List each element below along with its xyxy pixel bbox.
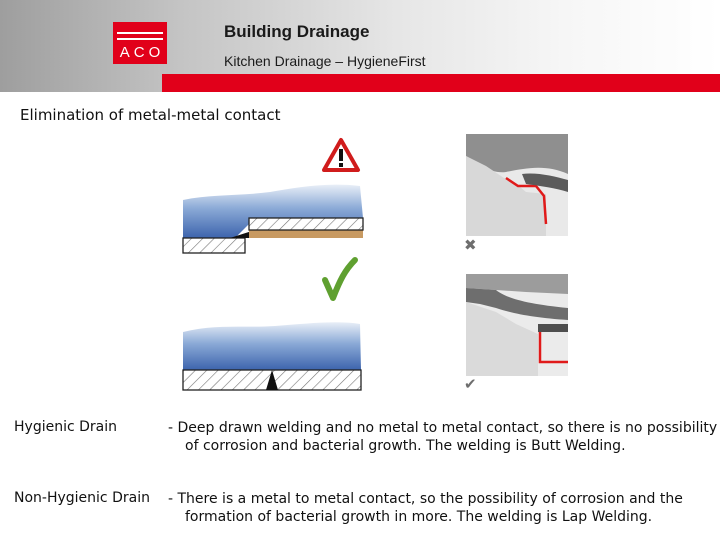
warning-triangle-icon: [324, 140, 358, 170]
butt-weld-diagram: [183, 322, 361, 390]
hygienic-drain-label: Hygienic Drain: [14, 419, 117, 435]
non-hygienic-drain-label: Non-Hygienic Drain: [14, 490, 150, 506]
weld-diagram: [175, 130, 375, 400]
green-checkmark-icon: [325, 260, 355, 298]
section-title: Elimination of metal-metal contact: [20, 106, 281, 124]
lap-weld-photo: [466, 134, 568, 236]
logo-text: ACO: [113, 44, 167, 61]
page-title: Building Drainage: [224, 22, 369, 42]
aco-logo: ACO: [113, 22, 167, 64]
butt-weld-photo: [466, 274, 568, 376]
hygienic-drain-description: - Deep drawn welding and no metal to met…: [168, 419, 720, 455]
cross-icon: ✖: [464, 236, 477, 254]
check-icon: ✔: [464, 375, 477, 393]
page-subtitle: Kitchen Drainage – HygieneFirst: [224, 53, 426, 69]
non-hygienic-drain-description: - There is a metal to metal contact, so …: [168, 490, 720, 526]
header-accent-bar: [162, 74, 720, 92]
lap-weld-diagram: [183, 185, 363, 253]
